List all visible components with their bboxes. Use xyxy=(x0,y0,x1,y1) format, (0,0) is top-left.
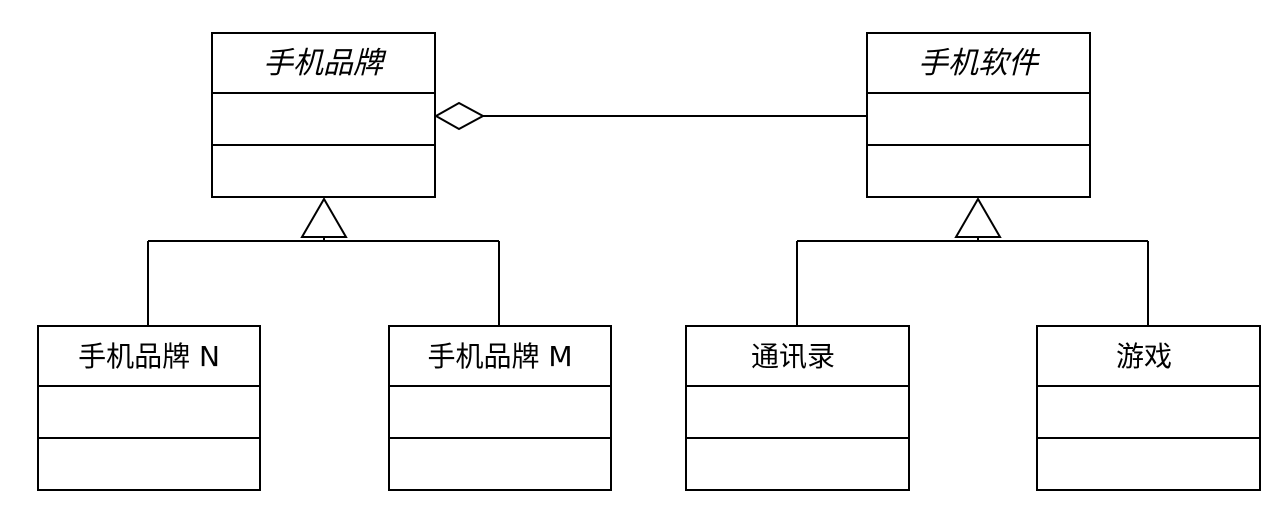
class-contacts[interactable]: 通讯录 xyxy=(685,325,910,491)
class-name: 手机品牌 xyxy=(263,46,387,81)
aggregation-relation xyxy=(433,101,867,131)
class-box xyxy=(1036,325,1261,491)
class-box xyxy=(685,325,910,491)
class-box xyxy=(388,325,612,491)
inheritance-triangle-icon xyxy=(300,197,348,238)
generalization-phone-software xyxy=(796,197,1149,326)
class-game[interactable]: 游戏 xyxy=(1036,325,1261,491)
class-name: 手机软件 xyxy=(918,46,1041,81)
class-box xyxy=(37,325,261,491)
class-phone-brand-n[interactable]: 手机品牌 N xyxy=(37,325,261,491)
generalization-phone-brand xyxy=(147,197,500,326)
inheritance-triangle-icon xyxy=(954,197,1002,238)
class-name: 手机品牌 N xyxy=(78,340,220,373)
class-name: 游戏 xyxy=(1116,340,1172,373)
class-name: 通讯录 xyxy=(751,340,835,373)
class-phone-brand-m[interactable]: 手机品牌 M xyxy=(388,325,612,491)
aggregation-diamond-icon xyxy=(433,101,486,131)
class-phone-brand[interactable]: 手机品牌 xyxy=(211,32,436,198)
class-phone-software[interactable]: 手机软件 xyxy=(866,32,1091,198)
class-box xyxy=(211,32,436,198)
class-name: 手机品牌 M xyxy=(427,340,572,373)
